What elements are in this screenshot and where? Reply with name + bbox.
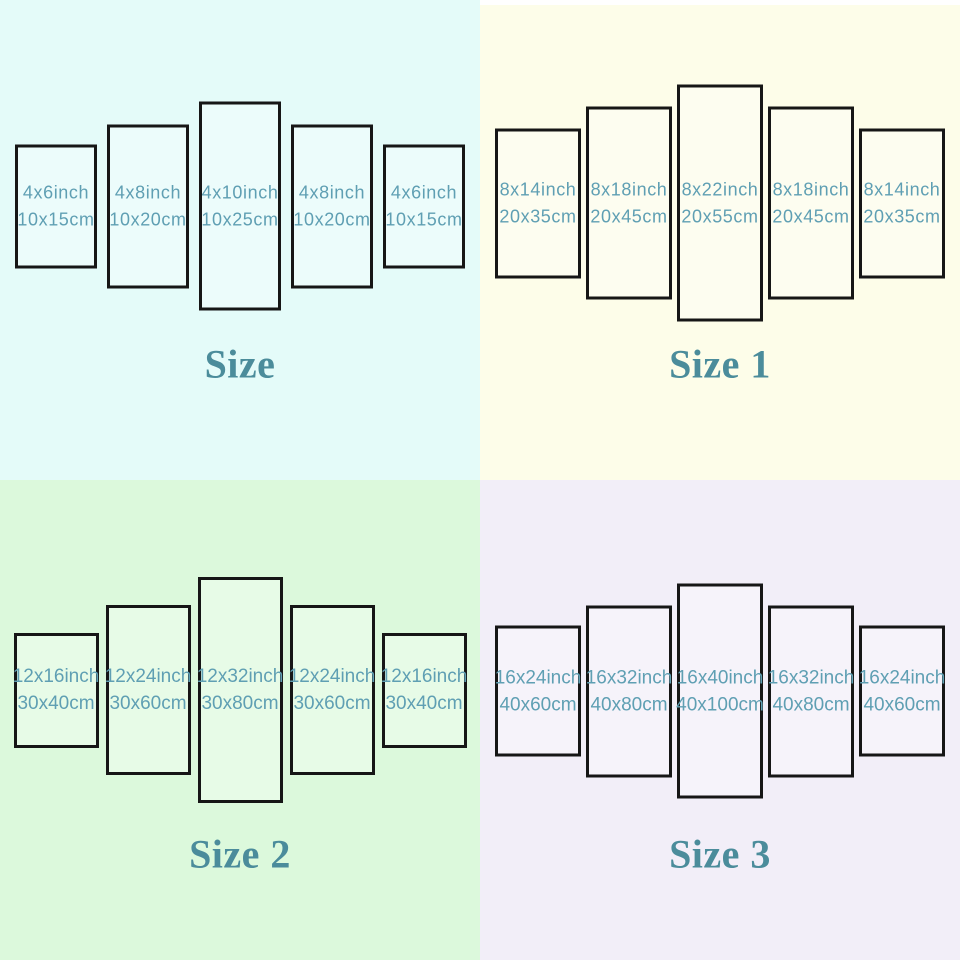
panel-size-inch-label: 16x32inch xyxy=(767,667,855,688)
canvas-panel: 8x18inch 20x45cm xyxy=(768,106,854,300)
panel-size-inch-label: 16x40inch xyxy=(676,667,764,688)
panel-size-inch-label: 8x22inch xyxy=(681,179,759,199)
image-edge-artifact xyxy=(480,0,960,5)
panel-size-cm-label: 20x55cm xyxy=(681,206,759,226)
panel-size-cm-label: 30x60cm xyxy=(293,693,371,714)
panel-size-inch-label: 8x18inch xyxy=(590,179,668,199)
canvas-panel: 12x16inch 30x40cm xyxy=(12,632,100,748)
canvas-panel: 4x6inch 10x15cm xyxy=(15,144,97,268)
panel-size-inch-label: 16x32inch xyxy=(585,667,673,688)
size-chart-title: Size 3 xyxy=(669,831,771,877)
panel-size-inch-label: 4x6inch xyxy=(390,182,458,202)
canvas-panel: 16x24inch 40x60cm xyxy=(858,625,946,757)
panel-size-cm-label: 40x80cm xyxy=(590,694,668,715)
panel-size-inch-label: 4x8inch xyxy=(114,182,182,202)
canvas-panel: 4x8inch 10x20cm xyxy=(107,124,189,288)
panel-row: 4x6inch 10x15cm 4x8inch 10x20cm 4x10inch 10x2… xyxy=(0,101,480,311)
canvas-panel: 8x14inch 20x35cm xyxy=(859,128,945,278)
panel-size-cm-label: 20x45cm xyxy=(772,206,850,226)
panel-size-inch-label: 12x24inch xyxy=(104,666,192,687)
canvas-panel: 16x40inch 40x100cm xyxy=(676,583,764,799)
panel-size-inch-label: 8x14inch xyxy=(863,179,941,199)
panel-row: 8x14inch 20x35cm 8x18inch 20x45cm 8x22inch 20… xyxy=(480,84,960,322)
panel-size-inch-label: 8x18inch xyxy=(772,179,850,199)
size-chart-quadrant-size-2: 12x16inch 30x40cm 12x24inch 30x60cm 12x32inc… xyxy=(0,480,480,960)
panel-size-cm-label: 20x35cm xyxy=(863,206,941,226)
panel-size-cm-label: 30x40cm xyxy=(17,693,95,714)
panel-size-cm-label: 20x35cm xyxy=(499,206,577,226)
panel-size-cm-label: 40x100cm xyxy=(676,694,764,715)
canvas-panel: 16x32inch 40x80cm xyxy=(768,605,854,777)
canvas-panel: 12x32inch 30x80cm xyxy=(196,577,284,803)
panel-size-cm-label: 40x60cm xyxy=(499,694,577,715)
panel-size-cm-label: 30x80cm xyxy=(201,693,279,714)
panel-size-cm-label: 10x25cm xyxy=(201,209,279,229)
size-chart-quadrant-size-1: 8x14inch 20x35cm 8x18inch 20x45cm 8x22inch 20… xyxy=(480,0,960,480)
panel-size-cm-label: 30x60cm xyxy=(109,693,187,714)
size-chart-title: Size 2 xyxy=(189,831,291,877)
panel-size-cm-label: 40x80cm xyxy=(772,694,850,715)
panel-size-inch-label: 12x32inch xyxy=(196,666,284,687)
panel-size-inch-label: 4x6inch xyxy=(22,182,90,202)
size-chart-title: Size xyxy=(204,341,276,387)
panel-size-inch-label: 16x24inch xyxy=(494,667,582,688)
panel-row: 16x24inch 40x60cm 16x32inch 40x80cm 16x40inc… xyxy=(480,583,960,799)
panel-size-cm-label: 10x15cm xyxy=(385,209,463,229)
panel-size-inch-label: 12x16inch xyxy=(380,666,468,687)
canvas-panel: 8x18inch 20x45cm xyxy=(586,106,672,300)
canvas-panel: 16x32inch 40x80cm xyxy=(586,605,672,777)
panel-size-inch-label: 12x16inch xyxy=(12,666,100,687)
panel-size-inch-label: 4x8inch xyxy=(298,182,366,202)
canvas-panel: 12x16inch 30x40cm xyxy=(380,632,468,748)
panel-size-cm-label: 20x45cm xyxy=(590,206,668,226)
size-chart-title: Size 1 xyxy=(669,341,771,387)
panel-size-cm-label: 10x20cm xyxy=(109,209,187,229)
size-chart-quadrant-size-3: 16x24inch 40x60cm 16x32inch 40x80cm 16x40inc… xyxy=(480,480,960,960)
canvas-panel: 12x24inch 30x60cm xyxy=(104,605,192,775)
canvas-panel: 8x22inch 20x55cm xyxy=(677,84,763,322)
canvas-panel: 4x8inch 10x20cm xyxy=(291,124,373,288)
canvas-panel: 8x14inch 20x35cm xyxy=(495,128,581,278)
canvas-panel: 4x10inch 10x25cm xyxy=(199,101,281,311)
panel-size-cm-label: 30x40cm xyxy=(385,693,463,714)
panel-size-cm-label: 10x15cm xyxy=(17,209,95,229)
panel-size-inch-label: 4x10inch xyxy=(201,182,279,202)
panel-size-cm-label: 10x20cm xyxy=(293,209,371,229)
canvas-panel: 12x24inch 30x60cm xyxy=(288,605,376,775)
panel-size-inch-label: 8x14inch xyxy=(499,179,577,199)
canvas-panel: 16x24inch 40x60cm xyxy=(494,625,582,757)
canvas-panel: 4x6inch 10x15cm xyxy=(383,144,465,268)
panel-size-inch-label: 16x24inch xyxy=(858,667,946,688)
panel-row: 12x16inch 30x40cm 12x24inch 30x60cm 12x32inc… xyxy=(0,577,480,803)
panel-size-cm-label: 40x60cm xyxy=(863,694,941,715)
panel-size-inch-label: 12x24inch xyxy=(288,666,376,687)
size-chart-quadrant-size: 4x6inch 10x15cm 4x8inch 10x20cm 4x10inch 10x2… xyxy=(0,0,480,480)
